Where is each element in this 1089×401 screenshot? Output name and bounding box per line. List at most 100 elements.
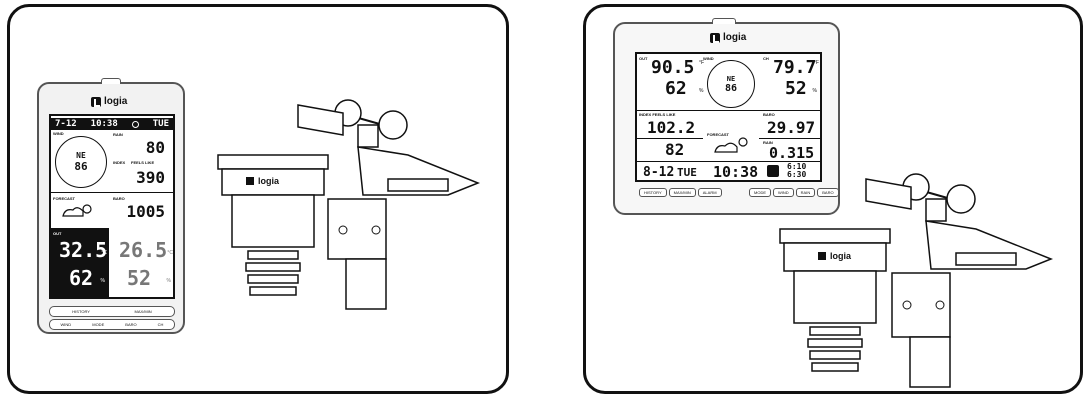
sensor-logo: logia — [818, 251, 852, 261]
history-button[interactable]: HISTORY — [72, 309, 90, 314]
anemometer-icon — [297, 99, 408, 148]
rain-gauge-icon — [217, 154, 329, 248]
wind-compass: NE 86 — [55, 136, 107, 188]
maxmin-button[interactable]: MAX/MIN — [134, 309, 152, 314]
baro-value: 1005 — [126, 202, 165, 221]
console-button-row-top: HISTORY MAX/MIN — [49, 306, 175, 317]
console-logo: logia — [91, 96, 127, 107]
radiation-shield — [245, 250, 301, 296]
index-value: 390 — [136, 168, 165, 187]
index-label: INDEX FEELS LIKE — [639, 112, 676, 117]
baro-button[interactable]: BARO — [817, 188, 839, 197]
mode-button[interactable]: MODE — [749, 188, 771, 197]
rain-value: 0.315 — [769, 144, 815, 162]
out-humidity: 62 — [665, 78, 687, 99]
console-button-row-bottom: WIND MODE BARO CH — [49, 319, 175, 330]
sunrise-time: 6:10 — [787, 162, 807, 171]
baro-button[interactable]: BARO — [125, 322, 137, 327]
lcd-screen: 7-12 10:38 TUE NE 86 WIND RAIN 80 INDEX … — [49, 114, 175, 299]
lcd-time: 10:38 — [713, 163, 759, 181]
ch-button[interactable]: CH — [157, 322, 164, 327]
index-label: INDEX — [113, 160, 126, 165]
maxmin-button[interactable]: MAX/MIN — [668, 188, 696, 197]
lcd-divider — [51, 192, 173, 193]
out-humidity: 62 — [69, 266, 94, 290]
logo-icon — [710, 32, 720, 43]
lcd-date: 8-12 — [643, 165, 675, 180]
out-temp-unit: °F — [699, 60, 705, 66]
landscape-display-console: logia OUT 90.5 °F 62 % WIND NE 86 CH 79.… — [613, 18, 840, 215]
moon-phase-icon — [131, 120, 139, 128]
svg-text:logia: logia — [830, 251, 852, 261]
in-humidity-unit: % — [166, 278, 171, 284]
outdoor-block: OUT 32.5 °C 62 % — [51, 228, 109, 297]
baro-label: BARO — [113, 196, 125, 201]
mounting-pole — [909, 336, 951, 388]
rain-button[interactable]: RAIN — [795, 188, 816, 197]
outdoor-sensor-array: logia — [779, 173, 1054, 388]
out-temp: 90.5 — [651, 57, 695, 78]
portrait-display-console: logia 7-12 10:38 TUE NE 86 WIND RAIN 80 … — [37, 78, 185, 334]
logo-icon — [91, 96, 101, 107]
wind-direction: NE — [76, 151, 86, 160]
ch-temp: 79.7 — [773, 57, 817, 78]
lcd-day: TUE — [152, 119, 169, 129]
lcd-day: TUE — [677, 166, 697, 179]
rain-value: 80 — [145, 138, 165, 157]
wind-label: WIND — [703, 56, 714, 61]
lcd-time: 10:38 — [90, 119, 118, 129]
history-button[interactable]: HISTORY — [639, 188, 667, 197]
anemometer-icon — [865, 173, 976, 222]
mounting-pole — [345, 258, 387, 310]
forecast-label: FORECAST — [707, 132, 729, 137]
lcd-divider-bottom — [637, 161, 820, 162]
in-temp-unit: °C — [167, 250, 173, 256]
left-product-panel: logia 7-12 10:38 TUE NE 86 WIND RAIN 80 … — [7, 4, 509, 394]
mode-button[interactable]: MODE — [92, 322, 105, 327]
ch-humidity-unit: % — [812, 88, 817, 94]
alarm-button[interactable]: ALARM — [697, 188, 722, 197]
in-temp: 26.5 — [119, 238, 168, 262]
console-logo: logia — [710, 32, 746, 43]
in-humidity: 52 — [127, 266, 152, 290]
wind-button[interactable]: WIND — [773, 188, 794, 197]
lcd-divider-right — [759, 138, 822, 139]
console-top-tab — [101, 78, 121, 84]
rain-label: RAIN — [113, 132, 123, 137]
wind-speed: 86 — [724, 82, 738, 94]
console-top-tab — [712, 18, 736, 24]
out-temp-unit: °C — [101, 250, 107, 256]
rain-label: RAIN — [763, 140, 773, 145]
rain-gauge-icon — [779, 228, 891, 324]
outdoor-sensor-array: logia — [217, 99, 481, 310]
alt-value: 82 — [665, 140, 685, 159]
baro-value: 29.97 — [767, 118, 816, 137]
forecast-cloud-sun-icon — [714, 137, 748, 153]
lcd-time-row: 7-12 10:38 TUE — [51, 118, 173, 130]
indoor-block: 26.5 °C 52 % — [111, 228, 173, 297]
lcd-divider — [637, 110, 820, 111]
radiation-shield — [807, 326, 863, 372]
forecast-label: FORECAST — [53, 196, 75, 201]
sunset-time: 6:30 — [787, 170, 807, 179]
wind-direction: NE — [726, 74, 736, 83]
out-humidity-unit: % — [100, 278, 105, 284]
wind-label: WIND — [53, 131, 64, 136]
sensor-logo: logia — [246, 176, 280, 186]
ch-temp-unit: °F — [813, 60, 819, 66]
wind-speed: 86 — [74, 160, 88, 173]
out-temp: 32.5 — [59, 238, 108, 262]
baro-label: BARO — [763, 112, 775, 117]
wind-button[interactable]: WIND — [60, 322, 72, 327]
lcd-screen: OUT 90.5 °F 62 % WIND NE 86 CH 79.7 °F 5… — [635, 52, 822, 182]
out-label: OUT — [639, 56, 648, 61]
svg-text:logia: logia — [258, 176, 280, 186]
index-value: 102.2 — [647, 118, 696, 137]
lcd-date: 7-12 — [55, 119, 77, 129]
console-button-group-right: MODE WIND RAIN BARO — [749, 188, 839, 197]
right-product-panel: logia OUT 90.5 °F 62 % WIND NE 86 CH 79.… — [583, 4, 1083, 394]
moon-phase-icon — [767, 165, 779, 177]
out-label: OUT — [53, 231, 62, 236]
wind-compass: NE 86 — [707, 60, 755, 108]
lcd-divider-left — [637, 138, 703, 139]
